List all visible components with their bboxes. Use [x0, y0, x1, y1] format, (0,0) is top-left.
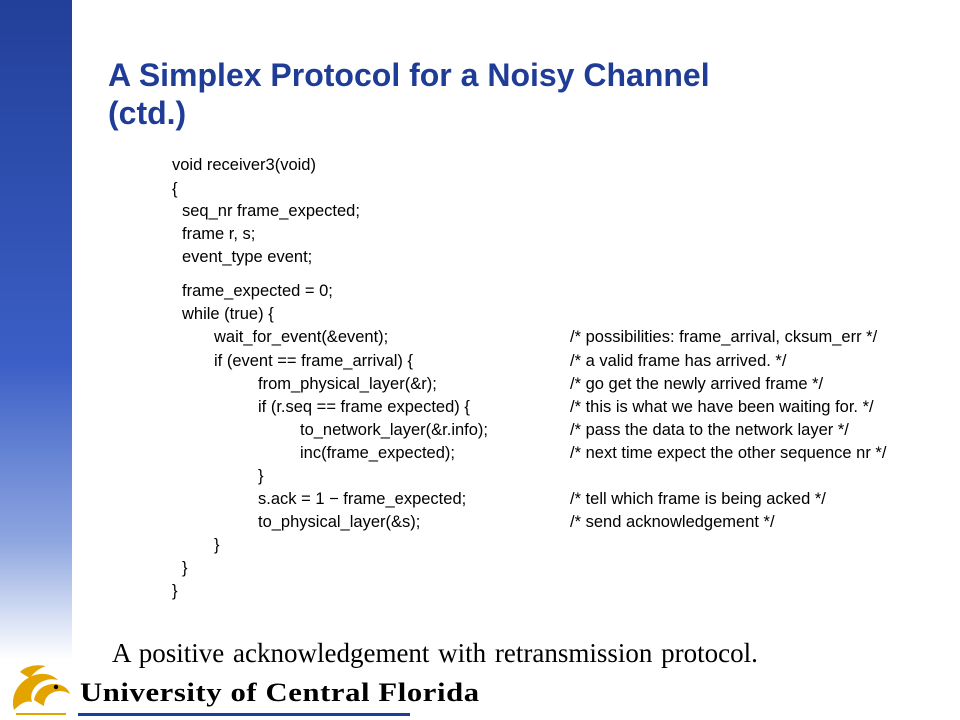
code-line: while (true) {	[182, 305, 274, 323]
slide-title-line-2: (ctd.)	[108, 95, 187, 131]
code-line: event_type event;	[182, 248, 313, 266]
code-line: }	[258, 467, 264, 485]
code-comment: /* possibilities: frame_arrival, cksum_e…	[570, 328, 878, 346]
slide-caption: A positive acknowledgement with retransm…	[112, 638, 758, 668]
code-line: }	[214, 536, 220, 554]
code-line: if (event == frame_arrival) {	[214, 352, 413, 370]
slide-title: A Simplex Protocol for a Noisy Channel (…	[108, 56, 908, 132]
footer-underline	[78, 713, 410, 716]
code-comment: /* go get the newly arrived frame */	[570, 375, 824, 393]
code-line: }	[182, 559, 188, 577]
code-line: frame_expected = 0;	[182, 282, 333, 300]
code-line: inc(frame_expected);	[300, 444, 455, 462]
code-line: wait_for_event(&event);	[214, 328, 389, 346]
code-comment: /* this is what we have been waiting for…	[570, 398, 874, 416]
code-line: seq_nr frame_expected;	[182, 202, 360, 220]
code-comment: /* pass the data to the network layer */	[570, 421, 849, 439]
pegasus-logo-icon	[12, 665, 70, 715]
slide-title-line-1: A Simplex Protocol for a Noisy Channel	[108, 57, 710, 93]
code-line: s.ack = 1 − frame_expected;	[258, 490, 467, 508]
code-comment: /* a valid frame has arrived. */	[570, 352, 787, 370]
left-accent-bar	[0, 0, 72, 660]
code-line: void receiver3(void)	[172, 156, 316, 174]
code-line: to_network_layer(&r.info);	[300, 421, 489, 439]
code-comment: /* send acknowledgement */	[570, 513, 775, 531]
code-line: to_physical_layer(&s);	[258, 513, 421, 531]
code-comment: /* next time expect the other sequence n…	[570, 444, 887, 462]
code-line: }	[172, 582, 178, 600]
university-name: University of Central Florida	[80, 678, 480, 707]
code-line: from_physical_layer(&r);	[258, 375, 437, 393]
code-line: {	[172, 180, 178, 198]
code-line: if (r.seq == frame expected) {	[258, 398, 470, 416]
code-comment: /* tell which frame is being acked */	[570, 490, 826, 508]
code-line: frame r, s;	[182, 225, 256, 243]
